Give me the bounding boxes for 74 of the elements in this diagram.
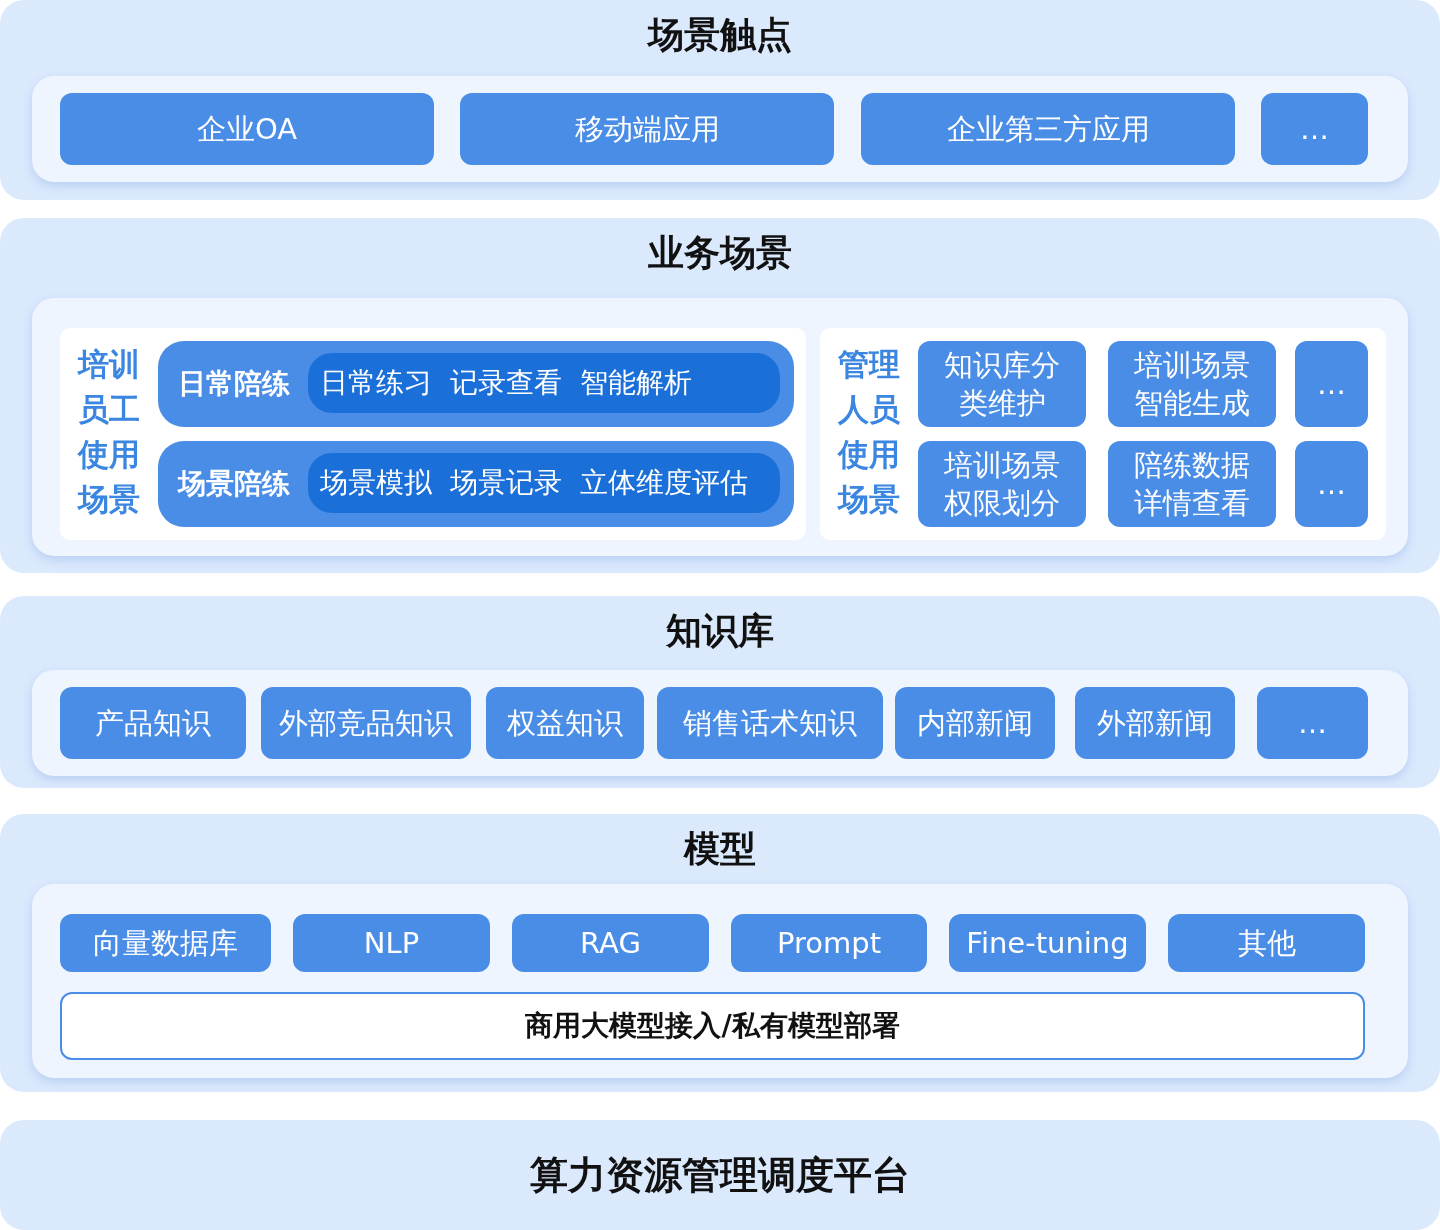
module-box [60, 687, 246, 759]
module-label: 企业第三方应用 [946, 111, 1150, 148]
module-label: … [1300, 111, 1329, 148]
module-label: … [1317, 366, 1346, 403]
group-label: 培训员工使用场景 [78, 345, 141, 519]
layer-title: 知识库 [666, 609, 774, 653]
module-box [1168, 914, 1365, 972]
module-label: Prompt [776, 925, 881, 962]
feature-label: 立体维度评估 [580, 465, 748, 501]
module-label: … [1298, 705, 1327, 742]
module-box [1075, 687, 1235, 759]
module-label: 商用大模型接入/私有模型部署 [525, 1008, 900, 1044]
category-pill [158, 441, 794, 527]
module-box [1257, 687, 1368, 759]
module-box [861, 93, 1235, 165]
module-box [918, 341, 1086, 427]
module-box [657, 687, 883, 759]
module-label: 企业OA [196, 111, 298, 148]
feature-label: 记录查看 [450, 365, 562, 401]
module-box [731, 914, 927, 972]
module-label: 移动端应用 [574, 111, 720, 148]
module-box [895, 687, 1055, 759]
module-box [60, 93, 434, 165]
module-label: RAG [580, 925, 641, 962]
layer-title: 场景触点 [648, 13, 792, 57]
module-box [512, 914, 709, 972]
layer-band [0, 218, 1440, 573]
feature-pill [308, 453, 780, 513]
module-box [1261, 93, 1368, 165]
layer-title: 算力资源管理调度平台 [530, 1152, 910, 1199]
module-box [486, 687, 644, 759]
module-box [293, 914, 490, 972]
feature-pill [308, 353, 780, 413]
category-pill [158, 341, 794, 427]
module-box [1295, 341, 1368, 427]
module-box [918, 441, 1086, 527]
module-label: 产品知识 [95, 705, 211, 742]
feature-label: 智能解析 [580, 365, 692, 401]
feature-label: 场景记录 [450, 465, 562, 501]
module-box [1295, 441, 1368, 527]
module-box [460, 93, 834, 165]
module-label: 内部新闻 [917, 705, 1033, 742]
layer-band [0, 596, 1440, 788]
module-box [261, 687, 471, 759]
module-label: 外部竞品知识 [279, 705, 453, 742]
module-label: 培训场景权限划分 [943, 447, 1061, 522]
module-label: 陪练数据详情查看 [1133, 447, 1251, 522]
layer-title: 模型 [684, 827, 756, 871]
category-label: 日常陪练 [178, 366, 290, 402]
group-label: 管理人员使用场景 [838, 345, 901, 519]
module-label: 权益知识 [507, 705, 623, 742]
group-panel [60, 328, 806, 540]
module-box [1108, 341, 1276, 427]
module-label: 销售话术知识 [683, 705, 857, 742]
module-label: 向量数据库 [93, 925, 238, 962]
module-box [1108, 441, 1276, 527]
module-label: 培训场景智能生成 [1133, 347, 1251, 422]
layer-title: 业务场景 [648, 231, 792, 275]
module-label: NLP [363, 925, 420, 962]
module-box [60, 914, 271, 972]
layer-band [0, 1120, 1440, 1230]
feature-label: 日常练习 [320, 365, 432, 401]
module-label: Fine-tuning [966, 925, 1129, 962]
feature-label: 场景模拟 [320, 465, 432, 501]
group-panel [820, 328, 1386, 540]
layer-band [0, 0, 1440, 200]
module-box [949, 914, 1146, 972]
module-label: 知识库分类维护 [943, 347, 1061, 422]
deployment-box [60, 992, 1365, 1060]
module-label: 其他 [1237, 925, 1296, 962]
module-label: 外部新闻 [1097, 705, 1213, 742]
category-label: 场景陪练 [178, 466, 290, 502]
layer-band [0, 814, 1440, 1092]
module-label: … [1317, 466, 1346, 503]
